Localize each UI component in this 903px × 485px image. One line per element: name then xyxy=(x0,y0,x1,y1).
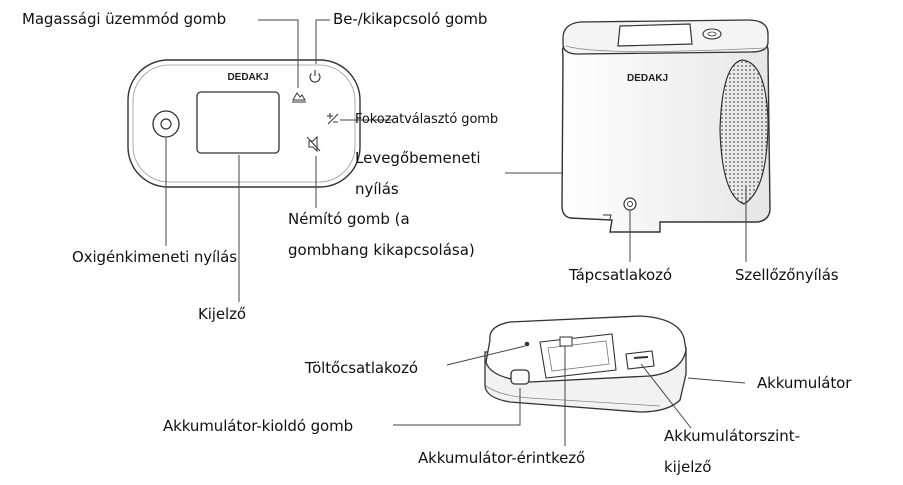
label-display: Kijelző xyxy=(198,305,246,323)
label-altitude-mode-button: Magassági üzemmód gomb xyxy=(22,10,227,28)
label-power-connector: Tápcsatlakozó xyxy=(569,266,672,284)
mute-icon[interactable] xyxy=(306,135,321,153)
vent-grille xyxy=(719,59,769,205)
control-panel: DEDAKJ xyxy=(127,59,361,188)
label-mute-button: Némító gomb (a gombhang kikapcsolása) xyxy=(288,210,475,259)
label-air-inlet: Levegőbemeneti nyílás xyxy=(355,149,481,198)
battery-leader-lines xyxy=(393,345,746,446)
display-screen xyxy=(196,91,280,154)
label-battery-release-button: Akkumulátor-kioldó gomb xyxy=(163,417,354,435)
battery-release-slot xyxy=(510,369,530,385)
label-oxygen-outlet: Oxigénkimeneti nyílás xyxy=(72,248,237,266)
label-vent: Szellőzőnyílás xyxy=(735,266,839,284)
panel-brand-logo: DEDAKJ xyxy=(227,72,268,83)
unit-leader-lines xyxy=(505,172,747,262)
label-power-button: Be-/kikapcsoló gomb xyxy=(333,10,488,28)
battery-pack xyxy=(484,315,687,413)
label-charging-connector: Töltőcsatlakozó xyxy=(305,359,418,377)
power-connector-port xyxy=(623,197,637,211)
main-unit: DEDAKJ xyxy=(561,19,771,233)
label-battery-contact: Akkumulátor-érintkező xyxy=(418,449,586,467)
label-level-selector-button: Fokozatválasztó gomb xyxy=(355,112,499,127)
label-battery-level-indicator: Akkumulátorszint- kijelző xyxy=(664,427,801,476)
altitude-mode-icon[interactable] xyxy=(292,92,306,103)
unit-brand-logo: DEDAKJ xyxy=(627,73,668,84)
panel-leader-lines xyxy=(165,19,393,302)
level-selector-icon[interactable] xyxy=(327,113,339,125)
power-icon[interactable] xyxy=(309,70,321,83)
label-battery: Akkumulátor xyxy=(757,374,852,392)
